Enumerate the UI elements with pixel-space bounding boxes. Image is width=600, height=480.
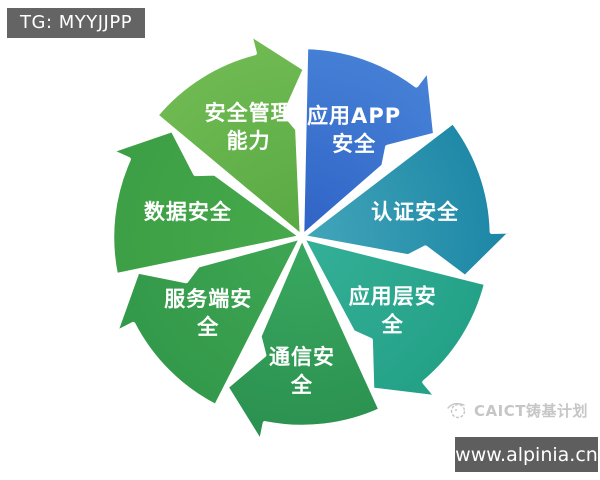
cycle-segment-5: [113, 234, 305, 409]
cycle-segment-1: [299, 44, 438, 240]
segment-label-4: 通信安全: [269, 345, 335, 397]
segment-label-3: 应用层安全: [349, 284, 437, 336]
caict-watermark-text: CAICT铸基计划: [474, 401, 588, 420]
caict-watermark: CAICT铸基计划: [447, 398, 588, 422]
cycle-segment-7: [153, 31, 308, 240]
tg-badge: TG: MYYJJPP: [7, 8, 146, 38]
caict-logo-icon: [447, 402, 466, 419]
cycle-segment-4: [224, 234, 384, 446]
website-url-label: www.alpinia.cn: [455, 437, 598, 472]
segment-label-5: 服务端安全: [164, 287, 252, 339]
cycle-segment-3: [299, 234, 489, 400]
segment-label-7: 安全管理能力: [205, 101, 293, 153]
segment-label-6: 数据安全: [144, 200, 232, 224]
segment-label-2: 认证安全: [371, 200, 459, 224]
cycle-segment-6: [108, 127, 305, 278]
cycle-segment-2: [299, 119, 515, 280]
